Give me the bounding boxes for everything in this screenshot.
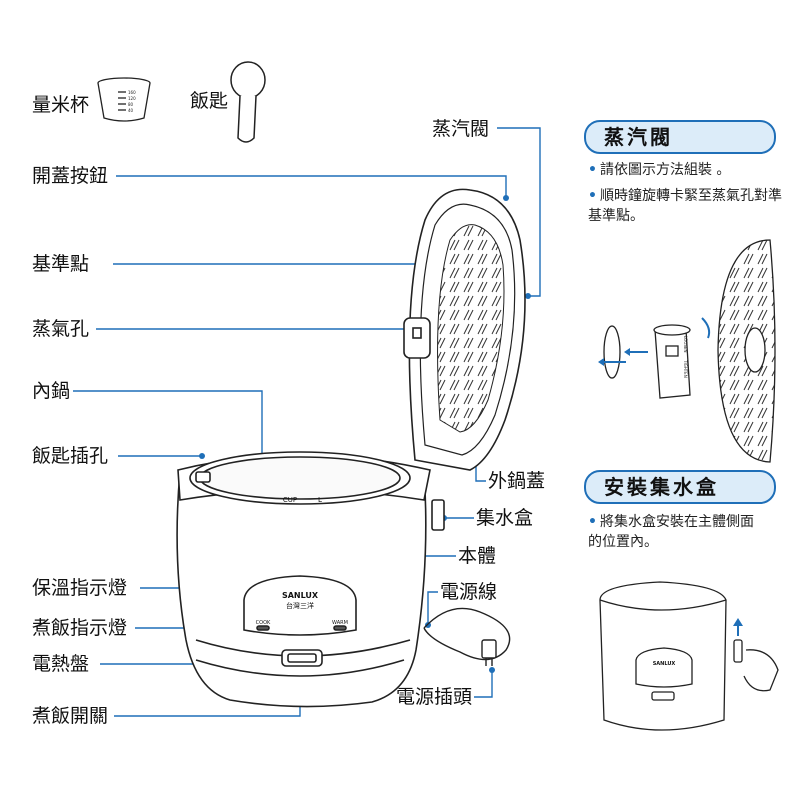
label-spoon-slot: 飯匙插孔 — [32, 445, 109, 467]
label-body: 本體 — [458, 545, 497, 567]
label-lid-button: 開蓋按鈕 — [32, 165, 109, 187]
label-steam-hole: 蒸氣孔 — [32, 318, 90, 340]
cook-label: COOK — [256, 620, 271, 626]
label-rice-spoon: 飯匙 — [190, 90, 229, 112]
label-steam-valve: 蒸汽閥 — [432, 118, 490, 140]
label-cook-switch: 煮飯開關 — [32, 705, 109, 727]
power-cord-icon — [423, 607, 511, 666]
water-section-title: 安裝集水盒 — [584, 470, 776, 504]
measuring-cup-icon — [97, 77, 151, 122]
label-inner-pot: 內鍋 — [32, 380, 71, 402]
pot-l-mark: L — [318, 496, 322, 504]
tighten-label: TIGHTEN — [683, 359, 688, 378]
steam-bullet: •順時鐘旋轉卡緊至蒸氣孔對準基準點。 — [588, 188, 782, 224]
brand-cn-label: 台灣三洋 — [286, 601, 314, 610]
steam-section-title: 蒸汽閥 — [584, 120, 776, 154]
small-brand-label: SANLUX — [653, 661, 676, 667]
label-alignment-mark: 基準點 — [32, 253, 90, 275]
brand-label: SANLUX — [282, 591, 319, 600]
steam-bullet: •請依圖示方法組裝 。 — [588, 162, 731, 178]
label-heating-plate: 電熱盤 — [32, 653, 90, 675]
water-box-cooker — [599, 581, 779, 731]
cup-tick-label: 120 — [128, 96, 136, 101]
pot-cup-mark: CUP — [283, 496, 297, 504]
rice-cooker-main — [176, 188, 526, 708]
leader-lines — [73, 127, 541, 717]
cup-tick-label: 80 — [128, 102, 134, 107]
label-cook-light: 煮飯指示燈 — [32, 617, 128, 639]
warm-label: WARM — [332, 620, 348, 626]
label-measuring-cup: 量米杯 — [32, 94, 90, 116]
label-water-box: 集水盒 — [476, 507, 534, 529]
steam-bullet-text: 請依圖示方法組裝 。 — [599, 162, 731, 178]
label-outer-lid: 外鍋蓋 — [488, 470, 546, 492]
cup-tick-label: 40 — [128, 108, 134, 113]
water-bullet: •將集水盒安裝在主體側面的位置內。 — [588, 514, 754, 550]
label-power-plug: 電源插頭 — [396, 686, 473, 708]
loosen-label: LOOSEN — [683, 336, 688, 352]
steam-bullet-text: 順時鐘旋轉卡緊至蒸氣孔對準基準點。 — [588, 188, 782, 224]
cup-tick-label: 160 — [128, 90, 136, 95]
label-power-cord: 電源線 — [440, 581, 498, 603]
rice-spoon-icon — [230, 61, 266, 143]
label-warm-light: 保溫指示燈 — [32, 577, 128, 599]
lid-inner-detail — [717, 239, 776, 463]
water-bullet-text: 將集水盒安裝在主體側面的位置內。 — [588, 514, 754, 550]
steam-valve-detail — [603, 324, 691, 399]
